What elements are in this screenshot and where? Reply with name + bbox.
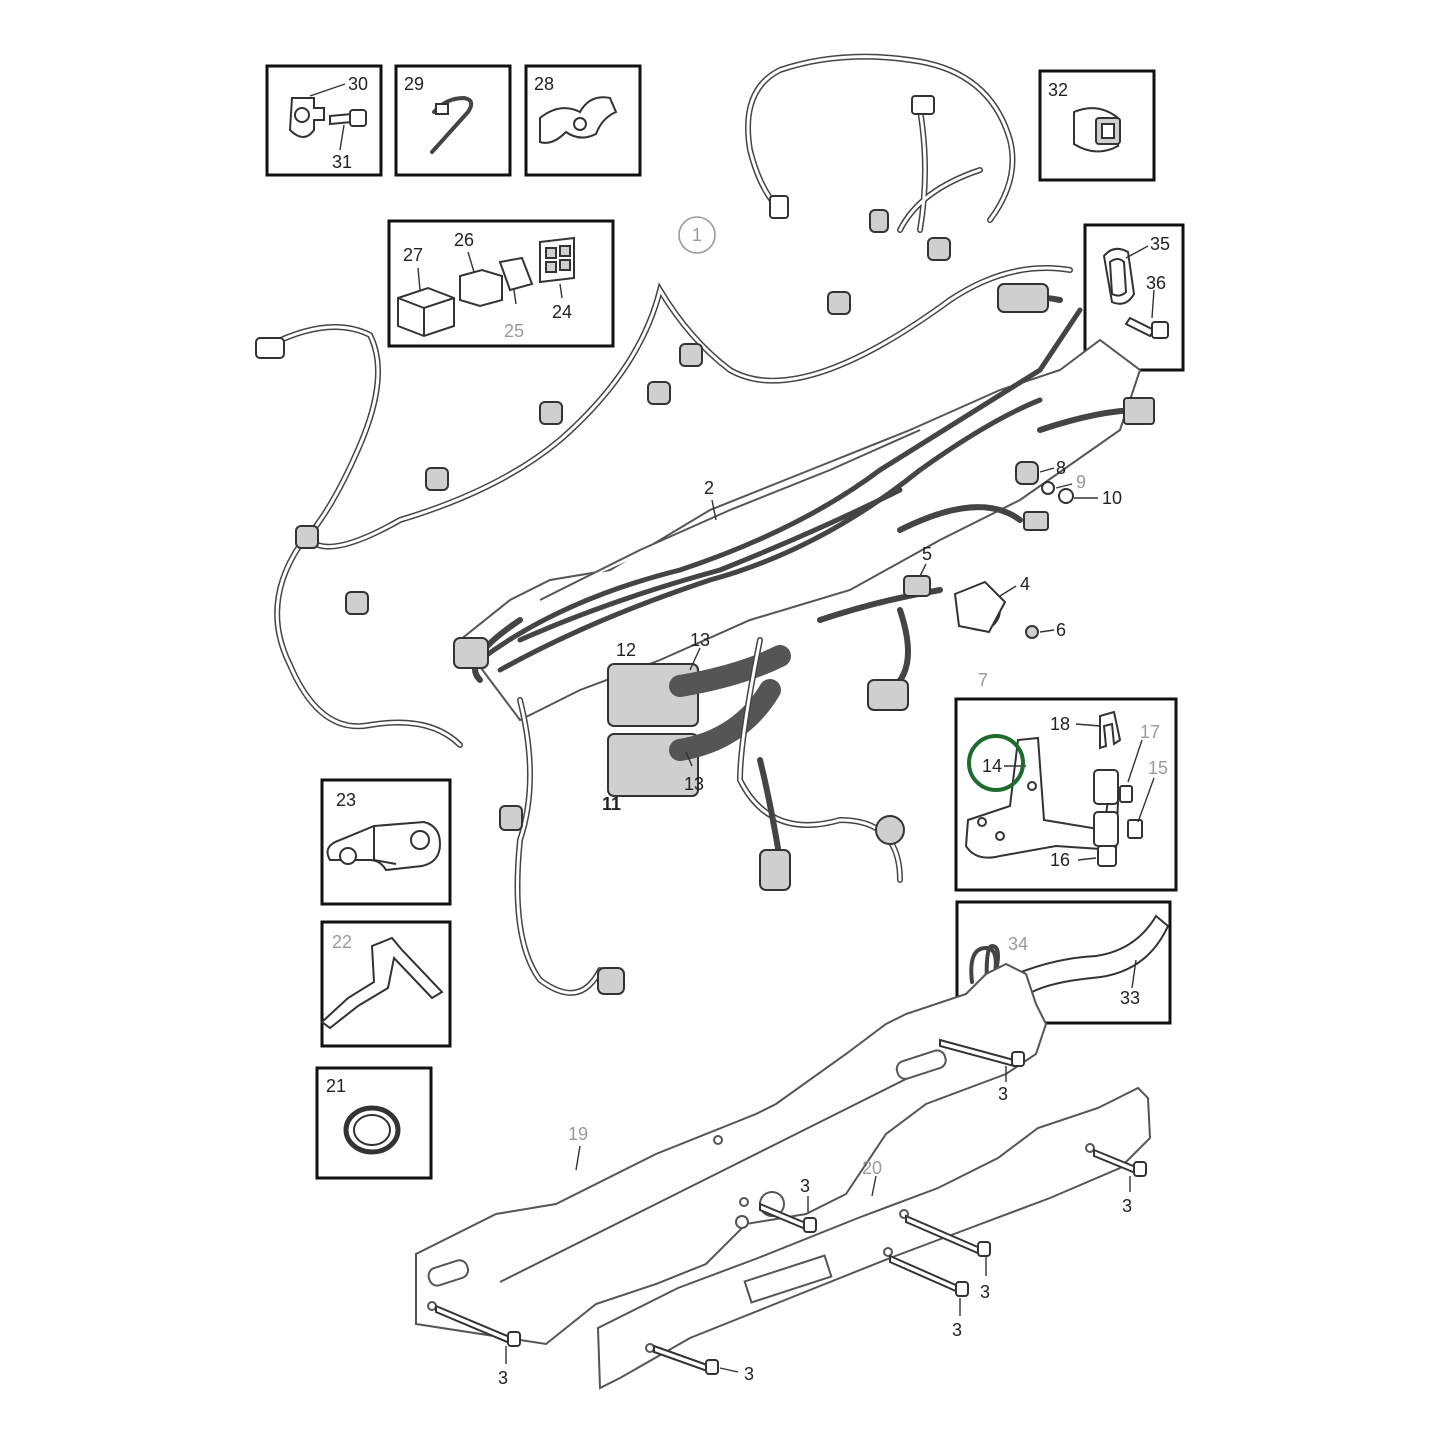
callout-3c: 3	[1122, 1196, 1132, 1216]
callout-22: 22	[332, 932, 352, 952]
callout-11: 11	[602, 794, 621, 814]
callout-3e: 3	[952, 1320, 962, 1340]
inset-box-23: 23	[320, 778, 452, 906]
callout-3d: 3	[980, 1282, 990, 1302]
assembly-marker-1	[678, 216, 716, 254]
callout-36: 36	[1146, 273, 1166, 293]
inset-box-29: 29	[394, 64, 512, 177]
callout-3f: 3	[498, 1368, 508, 1388]
callout-3a: 3	[998, 1084, 1008, 1104]
callout-13b: 13	[684, 774, 704, 794]
callout-29: 29	[404, 74, 424, 94]
inset-box-28: 28	[524, 64, 642, 177]
callout-10: 10	[1102, 488, 1122, 508]
callout-3b: 3	[800, 1176, 810, 1196]
callout-14: 14	[982, 756, 1002, 776]
callout-9: 9	[1076, 472, 1086, 492]
callout-19: 19	[568, 1124, 588, 1144]
callout-20: 20	[862, 1158, 882, 1178]
callout-5: 5	[922, 544, 932, 564]
inset-box-21: 21	[315, 1066, 433, 1180]
callout-15: 15	[1148, 758, 1168, 778]
callout-26: 26	[454, 230, 474, 250]
callout-30: 30	[348, 74, 368, 94]
callout-7: 7	[978, 670, 988, 690]
callout-3g: 3	[744, 1364, 754, 1384]
callout-18: 18	[1050, 714, 1070, 734]
inset-box-14-18: 18 17 15 16 14	[954, 697, 1178, 892]
callout-21: 21	[326, 1076, 346, 1096]
callout-16: 16	[1050, 850, 1070, 870]
callout-24: 24	[552, 302, 572, 322]
callout-32: 32	[1048, 80, 1068, 100]
inset-box-22: 22	[320, 920, 452, 1048]
callout-12: 12	[616, 640, 636, 660]
inset-box-32: 32	[1038, 69, 1156, 182]
callout-28: 28	[534, 74, 554, 94]
callout-34: 34	[1008, 934, 1028, 954]
callout-1: 1	[692, 225, 702, 245]
bolt-set: 3 3 3 3 3 3 3	[435, 1038, 1147, 1388]
callout-31: 31	[332, 152, 352, 172]
rail-19: 19	[415, 962, 1048, 1346]
callout-13a: 13	[690, 630, 710, 650]
callout-6: 6	[1056, 620, 1066, 640]
inset-box-24-27: 27 26 25 24	[387, 219, 615, 348]
callout-2: 2	[704, 478, 714, 498]
highlight-circle-14	[967, 734, 1025, 792]
callout-27: 27	[403, 245, 423, 265]
callout-4: 4	[1020, 574, 1030, 594]
callout-33: 33	[1120, 988, 1140, 1008]
callout-17: 17	[1140, 722, 1160, 742]
callout-35: 35	[1150, 234, 1170, 254]
rail-20: 20	[596, 1086, 1152, 1390]
callout-23: 23	[336, 790, 356, 810]
inset-box-35-36: 35 36	[1083, 223, 1185, 372]
main-harness-assembly: 4 5 6 7 8 9 10 13 13 11 12 2	[255, 53, 1155, 996]
inset-box-30-31: 30 31	[265, 64, 383, 177]
callout-25: 25	[504, 321, 524, 341]
callout-8: 8	[1056, 458, 1066, 478]
